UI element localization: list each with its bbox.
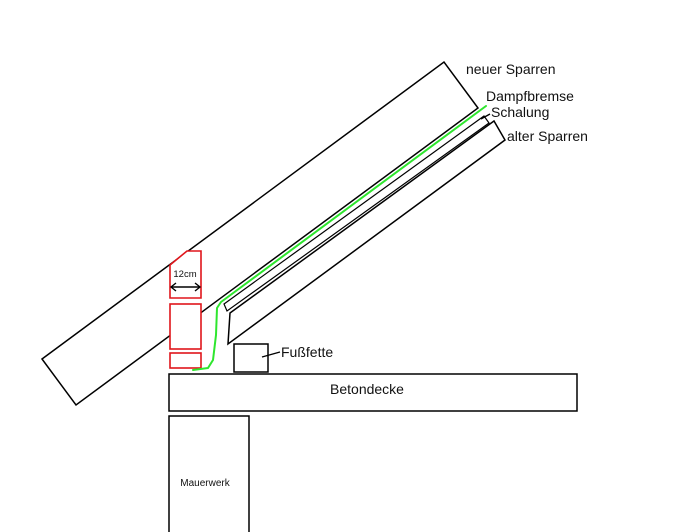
alter-sparren-label: alter Sparren	[507, 128, 588, 144]
schalung-label: Schalung	[491, 104, 549, 120]
schalung-leader	[480, 113, 491, 120]
dampfbremse-membrane	[192, 105, 487, 371]
fussfette-label: Fußfette	[281, 344, 333, 360]
fussfette-leader	[261, 351, 281, 358]
dimension-label: 12cm	[173, 269, 196, 280]
neuer-sparren-label: neuer Sparren	[466, 61, 556, 77]
mauerwerk-wall	[168, 415, 250, 532]
dimension-arrow-right-icon	[194, 282, 202, 292]
betondecke-label: Betondecke	[330, 381, 404, 397]
brick-bottom	[169, 352, 202, 369]
dampfbremse-label: Dampfbremse	[486, 88, 574, 104]
fussfette-block	[233, 343, 269, 373]
alter-sparren-beam	[227, 119, 506, 346]
betondecke-slab	[168, 373, 578, 412]
schalung-board	[223, 115, 490, 312]
brick-top	[169, 250, 202, 299]
brick-middle	[169, 303, 202, 350]
dimension-arrow-left-icon	[169, 282, 177, 292]
mauerwerk-label: Mauerwerk	[180, 478, 230, 489]
neuer-sparren-beam	[40, 60, 480, 407]
